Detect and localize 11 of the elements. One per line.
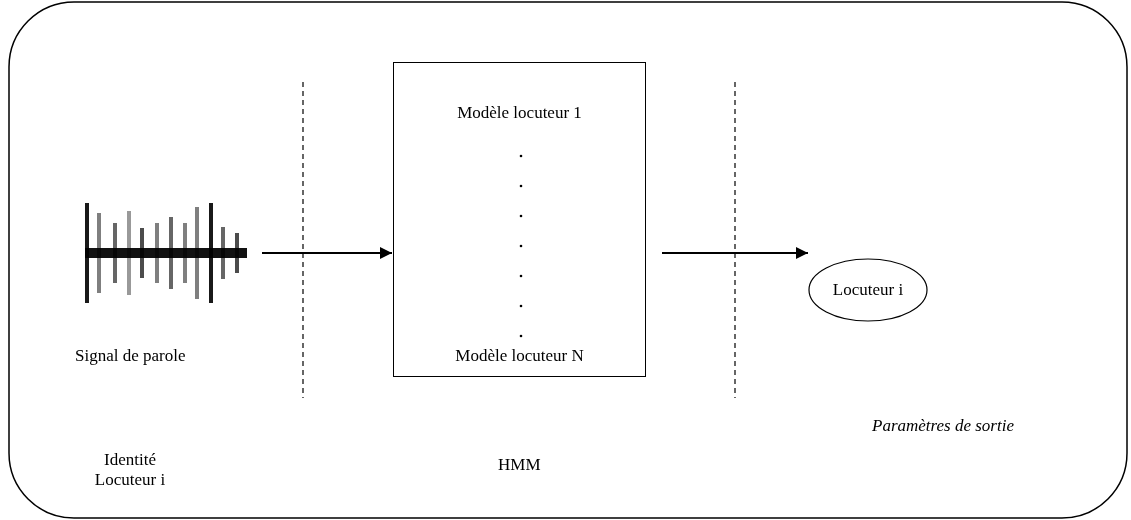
arrow xyxy=(261,247,393,259)
column-heading: Identité Locuteur i xyxy=(93,450,167,490)
arrow xyxy=(661,247,809,259)
column-heading: HMM xyxy=(498,455,541,475)
picture xyxy=(85,203,247,303)
node-label: Locuteur i xyxy=(832,280,904,300)
column-heading: Paramètres de sortie xyxy=(872,416,1014,436)
model-box xyxy=(393,62,646,377)
node-label: Signal de parole xyxy=(75,346,186,366)
node-label: Modèle locuteur N xyxy=(455,346,584,366)
node-label: Modèle locuteur 1 xyxy=(457,103,582,123)
